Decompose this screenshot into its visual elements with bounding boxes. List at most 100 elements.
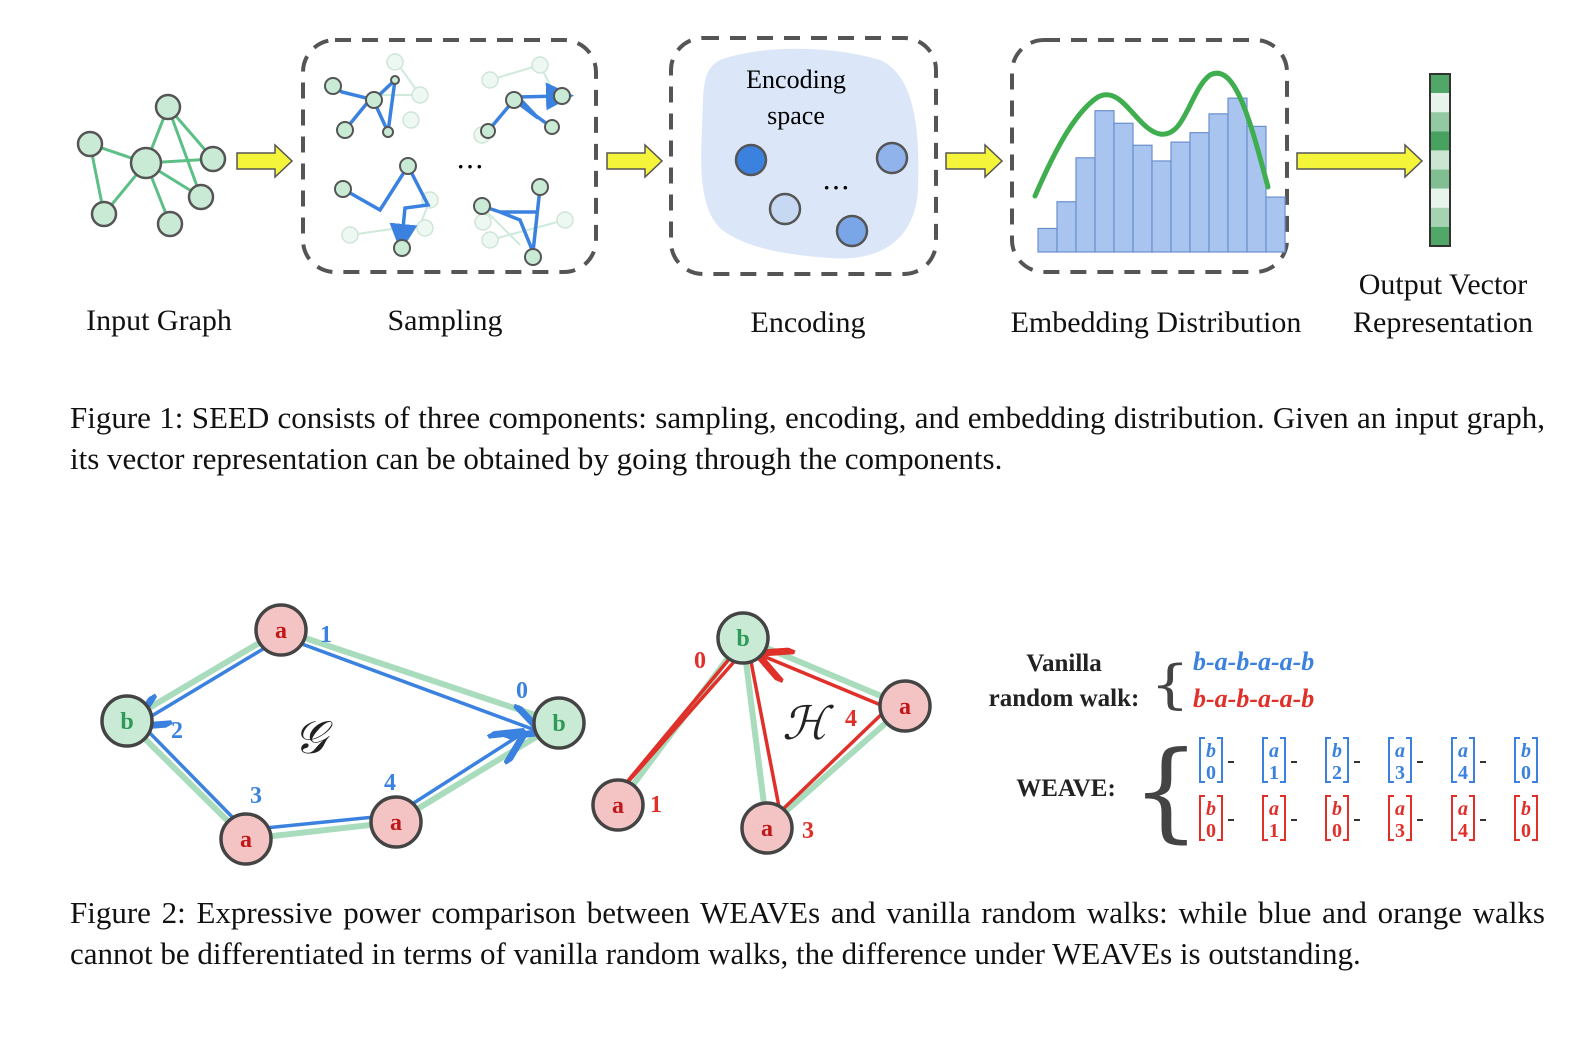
histogram-bar [1208,113,1229,253]
graph-h-symbol: ℋ [782,696,834,750]
histogram-bar [1227,97,1248,253]
weave-token: a4 [1451,737,1475,784]
stage-label-input-graph: Input Graph [86,304,232,337]
output-label: Output Vector [1359,268,1528,301]
vector-cell [1430,207,1450,227]
svg-text:a: a [1395,740,1405,762]
svg-text:3: 3 [1395,762,1405,784]
vanilla-walk-red: b-a-b-a-a-b [1193,684,1314,713]
figure-2-caption: Figure 2: Expressive power comparison be… [70,895,1545,971]
vector-cell [1430,93,1450,113]
svg-text:a: a [1269,740,1279,762]
input-graph [76,93,227,238]
node-label: a [899,694,911,720]
sample-walk [480,82,574,139]
histogram-bar [1132,144,1153,253]
sample-walk [473,178,549,266]
output-label: Representation [1353,306,1533,339]
svg-text:0: 0 [1206,820,1216,842]
ellipsis: … [456,142,484,175]
encoding-box: Encoding space … [669,36,938,276]
svg-text:0: 0 [1521,820,1531,842]
svg-text:a: a [1458,740,1468,762]
histogram-bar [1056,201,1077,253]
vector-cell [1430,131,1450,151]
graph-node: b0 [516,678,586,750]
svg-text:0: 0 [1206,762,1216,784]
sample-walk [324,75,400,139]
weave-token: a3 [1388,737,1412,784]
weave-token: b0 [1199,795,1223,842]
node-label: a [612,793,624,819]
node-label: b [736,626,749,652]
vector-cell [1430,169,1450,189]
node-weight: 1 [650,792,662,818]
sampling-box: … [301,38,598,274]
histogram-bar [1265,196,1286,253]
svg-text:4: 4 [1458,762,1468,784]
vector-cell [1430,112,1450,132]
svg-text:3: 3 [1395,820,1405,842]
graph-g-symbol: 𝒢 [294,710,334,764]
svg-text:1: 1 [1269,762,1279,784]
sample-walk [334,157,431,257]
histogram-bar [1094,110,1115,253]
svg-text:b: b [1206,798,1216,820]
weave-token: b2 [1325,737,1349,784]
encoding-space-label: space [767,101,825,130]
svg-text:2: 2 [1332,762,1342,784]
graph-node: a3 [219,783,273,866]
node-label: a [390,810,402,836]
histogram-bar [1113,122,1134,253]
weave-token: a1 [1262,737,1286,784]
node-label: a [240,827,252,853]
svg-text:0: 0 [1332,820,1342,842]
weave-token: b0 [1514,737,1538,784]
stage-label-encoding: Encoding [751,306,866,339]
arrow-icon [236,143,1424,179]
ellipsis: … [822,163,850,196]
output-vector [1429,73,1451,247]
node-label: b [120,709,133,735]
svg-text:b: b [1332,740,1342,762]
vector-cell [1430,226,1450,246]
encoding-space-blob [701,48,919,259]
node-weight: 4 [384,770,396,796]
svg-text:a: a [1395,798,1405,820]
vanilla-label: Vanilla [1026,650,1102,677]
svg-text:b: b [1206,740,1216,762]
vanilla-walk-comparison: Vanilla random walk: { b-a-b-a-a-b b-a-b… [989,647,1315,715]
svg-text:1: 1 [1269,820,1279,842]
weave-token: a3 [1388,795,1412,842]
node-weight: 3 [802,818,814,844]
node-weight: 0 [516,678,528,704]
vanilla-walk-blue: b-a-b-a-a-b [1193,647,1314,676]
figure-1: … Encoding space … Input Graph Sampling … [76,36,1533,339]
histogram-bar [1170,141,1191,253]
embedding-distribution-box [1010,38,1289,274]
svg-text:a: a [1458,798,1468,820]
node-weight: 0 [694,648,706,674]
encoding-space-label: Encoding [746,65,846,94]
node-label: a [761,816,773,842]
svg-text:a: a [1269,798,1279,820]
node-label: b [552,711,565,737]
histogram-bar [1075,157,1096,253]
graph-node: b0 [694,611,770,674]
svg-text:0: 0 [1521,762,1531,784]
node-label: a [275,618,287,644]
brace-icon: { [1150,654,1189,715]
vector-cell [1430,188,1450,208]
node-weight: 1 [320,622,332,648]
stage-label-sampling: Sampling [387,304,502,337]
